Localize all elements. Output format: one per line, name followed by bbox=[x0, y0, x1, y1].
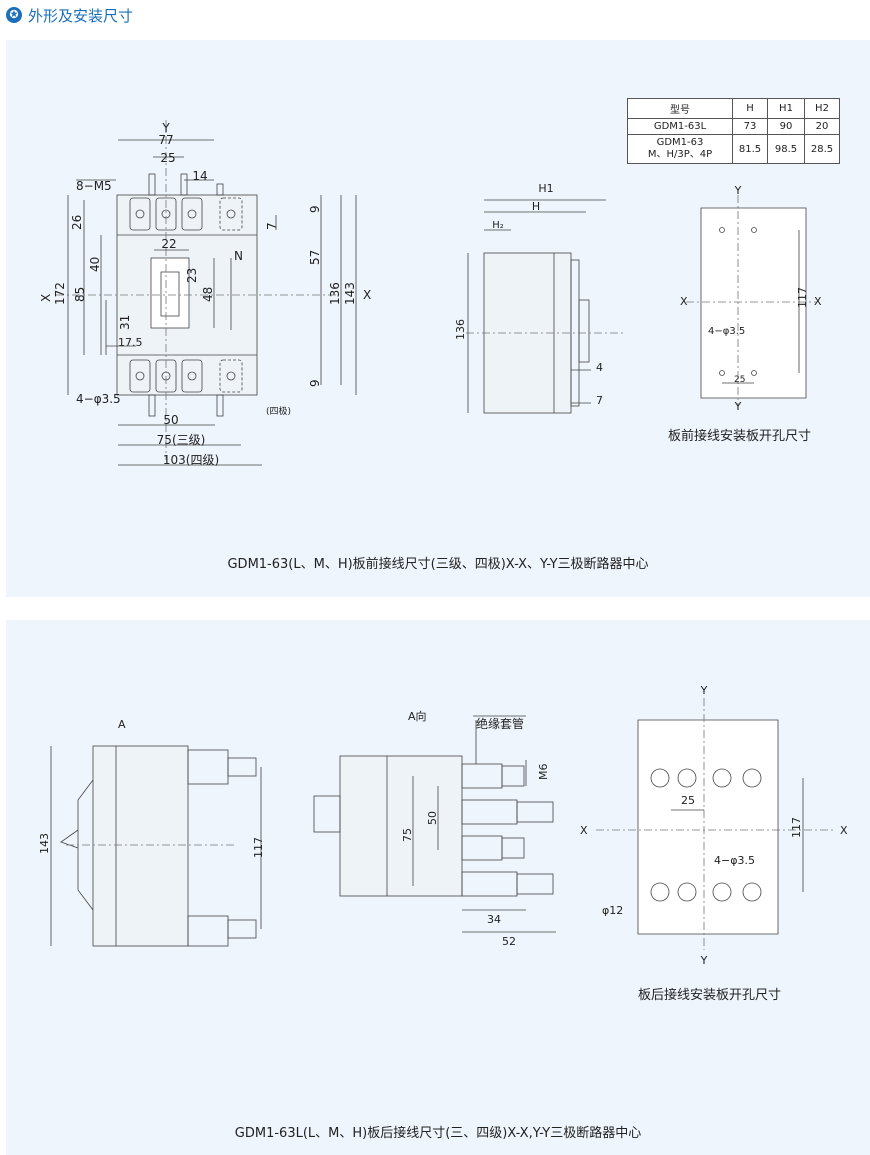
dim-85: 85 bbox=[73, 287, 87, 302]
label-4-hole: 4−φ3.5 bbox=[76, 392, 121, 406]
dim-14: 14 bbox=[192, 169, 207, 183]
plate2-dim-12: φ12 bbox=[602, 904, 623, 917]
table-row: GDM1-63L 73 90 20 bbox=[627, 118, 840, 135]
plate2-label-y-top: Y bbox=[700, 684, 708, 697]
dim-48: 48 bbox=[201, 287, 215, 302]
dim-172: 172 bbox=[53, 282, 67, 305]
dim-77: 77 bbox=[158, 133, 173, 147]
dim-143: 143 bbox=[343, 282, 357, 305]
dim-103-four-pole: 103(四级) bbox=[163, 453, 219, 467]
label-8-m5: 8−M5 bbox=[76, 179, 112, 193]
rear-plate-caption: 板后接线安装板开孔尺寸 bbox=[638, 988, 782, 1003]
front-wiring-panel: 型号 H H1 H2 GDM1-63L 73 90 20 GDM1-63 M、H… bbox=[6, 40, 870, 597]
label-n: N bbox=[234, 249, 243, 263]
table-row: GDM1-63 M、H/3P、4P 81.5 98.5 28.5 bbox=[627, 134, 840, 164]
dim-7: 7 bbox=[265, 222, 279, 230]
dim-h: H bbox=[532, 200, 540, 213]
rear-wiring-drawings: A 143 117 A向 绝缘套管 M6 75 50 34 52 Y Y X X… bbox=[38, 684, 848, 967]
plate-dim-117: 117 bbox=[796, 287, 809, 308]
breaker-a-view bbox=[339, 755, 463, 897]
dim-17-5: 17.5 bbox=[118, 336, 143, 349]
dim-40: 40 bbox=[88, 257, 102, 272]
dim-7-side: 7 bbox=[596, 394, 603, 407]
front-wiring-drawings: Y 77 25 14 8−M5 26 40 85 X 172 31 17.5 2… bbox=[39, 120, 822, 467]
section-header: ✪ 外形及安装尺寸 bbox=[6, 4, 133, 26]
plate2-dim-25: 25 bbox=[681, 794, 695, 807]
front-wiring-caption: GDM1-63(L、M、H)板前接线尺寸(三级、四极)X-X、Y-Y三极断路器中… bbox=[227, 557, 649, 572]
label-a: A bbox=[118, 718, 126, 731]
front-plate-caption: 板前接线安装板开孔尺寸 bbox=[668, 429, 812, 444]
table-cell: 28.5 bbox=[804, 134, 840, 164]
dim-4: 4 bbox=[596, 361, 603, 374]
star-icon: ✪ bbox=[6, 7, 22, 23]
dim-9-top: 9 bbox=[308, 205, 322, 213]
mounting-plate-front bbox=[700, 207, 807, 399]
dim-25: 25 bbox=[160, 151, 175, 165]
rear-wiring-panel: A 143 117 A向 绝缘套管 M6 75 50 34 52 Y Y X X… bbox=[6, 620, 870, 1155]
spec-table: 型号 H H1 H2 GDM1-63L 73 90 20 GDM1-63 M、H… bbox=[627, 98, 840, 164]
dim-50-rear: 50 bbox=[426, 811, 439, 825]
dim-31: 31 bbox=[118, 315, 132, 330]
plate-label-x-right: X bbox=[814, 295, 822, 308]
plate-label-y-bottom: Y bbox=[734, 400, 742, 413]
dim-143-rear: 143 bbox=[38, 833, 51, 854]
dim-34: 34 bbox=[487, 913, 501, 926]
table-cell: 98.5 bbox=[767, 134, 805, 164]
plate-hole-label: 4−φ3.5 bbox=[708, 326, 745, 337]
plate2-label-y-bottom: Y bbox=[700, 954, 708, 967]
breaker-rear-side bbox=[92, 745, 189, 947]
mounting-plate-rear bbox=[637, 719, 779, 935]
plate-dim-25: 25 bbox=[734, 375, 745, 385]
dim-23: 23 bbox=[185, 268, 199, 283]
label-x-left: X bbox=[39, 294, 53, 302]
plate-label-y-top: Y bbox=[734, 184, 742, 197]
dim-22: 22 bbox=[161, 237, 176, 251]
label-x-right: X bbox=[363, 288, 371, 302]
label-insulation-sleeve: 绝缘套管 bbox=[476, 716, 524, 731]
dim-57: 57 bbox=[308, 250, 322, 265]
plate2-hole-label: 4−φ3.5 bbox=[714, 854, 755, 867]
dim-117-rear: 117 bbox=[252, 837, 265, 858]
section-title: 外形及安装尺寸 bbox=[28, 6, 134, 25]
rear-wiring-caption: GDM1-63L(L、M、H)板后接线尺寸(三、四级)X-X,Y-Y三极断路器中… bbox=[234, 1126, 642, 1141]
label-y: Y bbox=[161, 121, 170, 135]
dim-75-rear: 75 bbox=[401, 828, 414, 842]
dim-9-bottom: 9 bbox=[308, 379, 322, 387]
label-a-view: A向 bbox=[408, 709, 427, 723]
dim-50: 50 bbox=[163, 413, 178, 427]
table-cell: 81.5 bbox=[732, 134, 768, 164]
plate2-dim-117: 117 bbox=[790, 817, 803, 838]
table-cell: GDM1-63 M、H/3P、4P bbox=[627, 134, 733, 164]
handle-window bbox=[150, 257, 190, 329]
plate-label-x-left: X bbox=[680, 295, 688, 308]
dim-136: 136 bbox=[328, 282, 342, 305]
dim-136-side: 136 bbox=[454, 319, 467, 340]
dim-h1: H1 bbox=[538, 182, 553, 195]
plate2-label-x-left: X bbox=[580, 824, 588, 837]
label-four-pole: (四极) bbox=[266, 405, 291, 417]
dim-m6: M6 bbox=[537, 764, 550, 781]
dim-h2: H₂ bbox=[492, 220, 504, 231]
dim-26: 26 bbox=[70, 215, 84, 230]
dim-75-three-pole: 75(三级) bbox=[157, 433, 206, 447]
plate2-label-x-right: X bbox=[840, 824, 848, 837]
dim-52: 52 bbox=[502, 935, 516, 948]
